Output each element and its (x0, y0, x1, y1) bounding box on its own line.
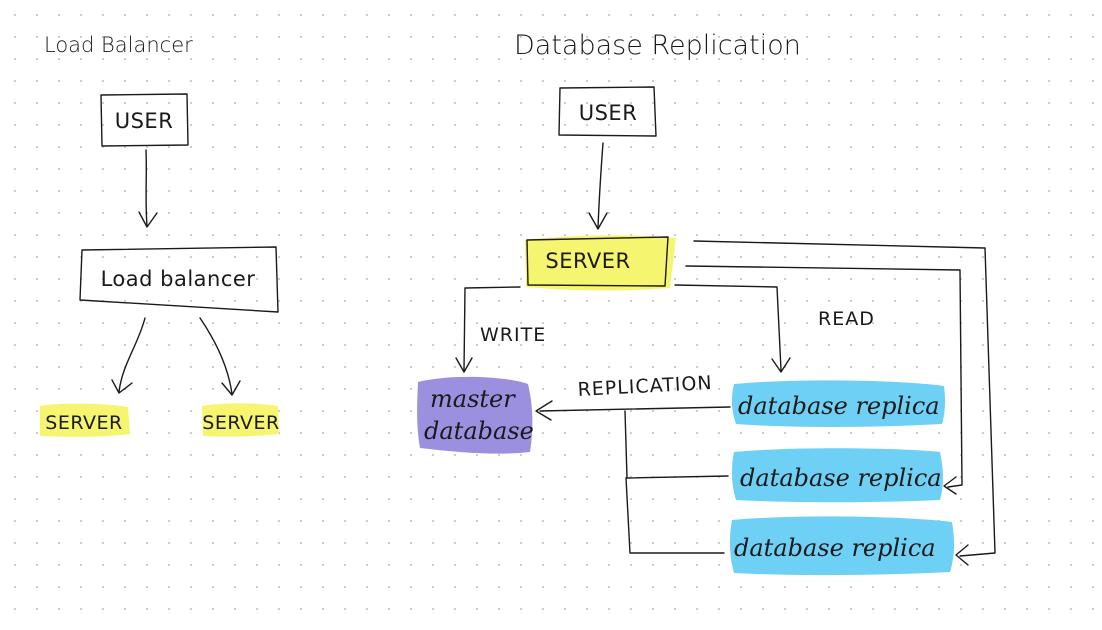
rep-master-label-line2: database (424, 417, 534, 445)
lb-arrowhead-left-server (111, 379, 133, 394)
rep-replication-arrowhead (535, 400, 553, 421)
rep-user-label: USER (579, 101, 638, 125)
rep-server-highlight (525, 235, 676, 291)
rep-replication-edge-replica-3 (625, 477, 725, 554)
lb-arrowhead-balancer (138, 211, 158, 228)
rep-write-arrowhead (455, 357, 473, 373)
lb-balancer-label: Load balancer (101, 267, 256, 291)
rep-arrow-user-to-server (597, 142, 604, 229)
lb-arrow-to-left-server (118, 317, 146, 393)
rep-replica-1-label: database replica (738, 392, 940, 420)
rep-replication-edge-replica-2 (624, 410, 729, 479)
rep-read-edge-replica-2 (685, 265, 963, 488)
rep-master-label-line1: master (430, 385, 516, 413)
lb-balancer-box (79, 246, 279, 313)
rep-read-label: READ (818, 308, 875, 330)
lb-arrowhead-right-server (221, 380, 241, 396)
lb-user-label: USER (115, 109, 174, 133)
rep-read-arrowhead-replica-2 (943, 476, 957, 495)
rep-replica-1-node (731, 380, 946, 427)
rep-write-label: WRITE (480, 324, 546, 346)
rep-server-label: SERVER (545, 249, 630, 273)
lb-right-server-label: SERVER (202, 412, 279, 434)
rep-read-arrowhead-replica-3 (955, 544, 969, 566)
rep-master-database-node (417, 376, 533, 454)
rep-replica-2-node (731, 448, 943, 503)
lb-left-server-label: SERVER (45, 412, 122, 434)
rep-read-edge (674, 284, 782, 371)
rep-replication-edge-main (539, 406, 731, 412)
rep-read-edge-replica-3 (693, 240, 996, 557)
rep-write-edge (463, 286, 521, 371)
rep-replication-label: REPLICATION (577, 372, 713, 401)
lb-arrow-user-to-balancer (145, 149, 148, 227)
rep-replica-2-label: database replica (740, 464, 942, 492)
rep-server-box (526, 236, 669, 287)
rep-user-box (558, 86, 657, 137)
rep-replica-3-label: database replica (734, 534, 936, 562)
replication-title: Database Replication (514, 30, 801, 61)
rep-replica-3-node (729, 516, 955, 576)
lb-right-server-highlight (202, 403, 279, 437)
lb-left-server-highlight (40, 403, 130, 437)
rep-read-arrowhead (771, 357, 791, 373)
lb-arrow-to-right-server (199, 317, 233, 395)
lb-user-box (100, 93, 189, 147)
load-balancer-title: Load Balancer (44, 33, 193, 57)
rep-arrowhead-server (588, 212, 608, 230)
